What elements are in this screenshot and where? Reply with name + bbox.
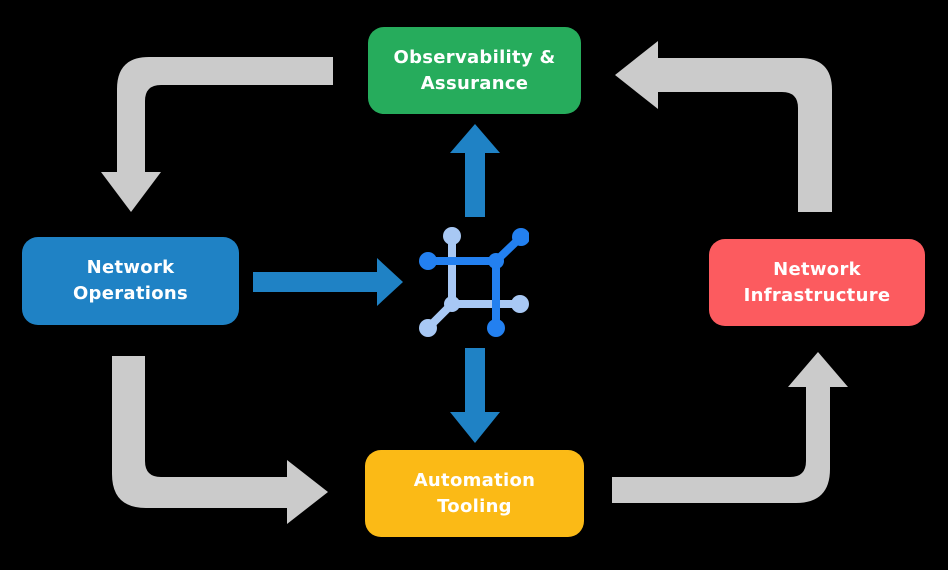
mesh-dark-nodes [419,228,530,337]
arrow-platform-to-observability [450,124,500,217]
network-mesh-icon [419,227,530,337]
arrow-operations-to-automation [112,356,328,524]
arrow-infrastructure-to-observability [615,41,832,212]
mesh-light-nodes [419,227,529,337]
node-label-line: Operations [72,283,189,304]
node-label-line: Network [86,257,175,278]
arrow-automation-to-infrastructure [612,352,848,503]
node-observability-assurance: Observability & Assurance [368,27,581,114]
node-network-infrastructure: Network Infrastructure [709,239,925,326]
node-label-line: Observability & [393,46,556,68]
node-label-line: Tooling [437,495,512,517]
node-automation-tooling: Automation Tooling [365,450,584,537]
node-label-line: Assurance [420,72,529,94]
node-label-line: Network [773,258,861,280]
node-network-operations: Network Operations [22,237,239,325]
arrow-platform-to-automation [450,348,500,443]
arrow-observability-to-operations [101,57,333,212]
arrow-operations-to-platform [253,258,403,306]
node-label-line: Infrastructure [743,284,891,306]
node-label-line: Automation [413,469,536,491]
